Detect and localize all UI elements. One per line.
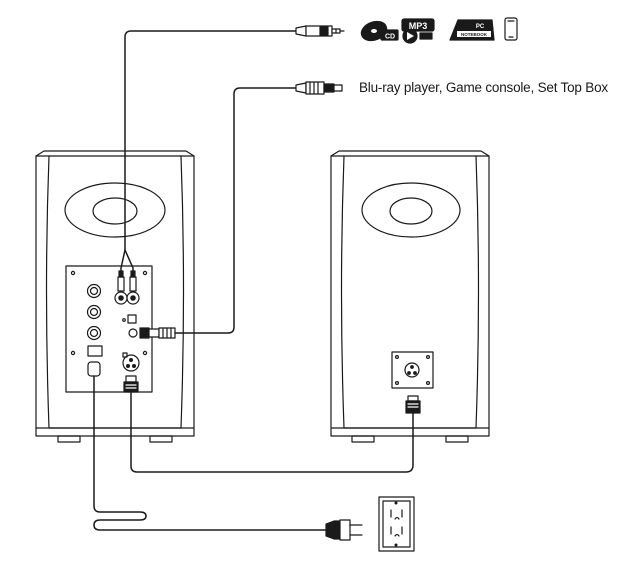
passive-speaker-foot-left (351, 435, 375, 443)
power-switch (87, 345, 103, 357)
active-speaker-foot-right (149, 435, 173, 443)
power-cord (93, 375, 327, 531)
power-plug-icon (325, 519, 363, 541)
coaxial-cable (174, 87, 297, 334)
passive-speaker-input-plate (391, 351, 434, 389)
wall-outlet-icon (378, 496, 415, 552)
mp3-badge: MP3 (409, 21, 428, 31)
coaxial-plug (295, 81, 343, 95)
speaker-output-port (122, 352, 140, 372)
speaker-cable-plug-passive (405, 395, 421, 414)
cables (93, 30, 414, 531)
active-speaker-back-panel (65, 265, 153, 393)
active-speaker (35, 150, 195, 443)
passive-speaker-port-inner (389, 197, 433, 225)
passive-speaker-cabinet (330, 155, 490, 437)
active-speaker-top-edge (35, 150, 195, 157)
smartphone-icon (504, 17, 518, 41)
active-speaker-foot-left (57, 435, 81, 443)
mini-jack-plug (295, 25, 345, 37)
passive-speaker-foot-right (445, 435, 469, 443)
analog-cable-left (120, 30, 297, 272)
rca-connected-pair (114, 270, 140, 305)
cd-icon (360, 20, 399, 42)
active-speaker-cabinet (35, 155, 195, 437)
optical-input-port (127, 314, 137, 324)
analog-cable-right (124, 249, 134, 272)
speaker-cable (130, 391, 414, 473)
passive-speaker-top-edge (330, 150, 490, 157)
passive-speaker-port-outer (361, 182, 461, 238)
active-speaker-port-inner (92, 197, 138, 225)
active-speaker-port-outer (64, 182, 166, 238)
notebook-badge: NOTEBOOK (461, 32, 488, 37)
rca-input-jacks (86, 283, 102, 341)
cd-badge: CD (385, 34, 395, 41)
pc-badge: PC (476, 24, 485, 30)
pc-notebook-icon (449, 19, 495, 41)
passive-speaker (330, 150, 490, 443)
optical-sources-label: Blu-ray player, Game console, Set Top Bo… (359, 80, 608, 95)
coaxial-connector (128, 327, 176, 339)
mp3-player-icon (401, 18, 435, 44)
